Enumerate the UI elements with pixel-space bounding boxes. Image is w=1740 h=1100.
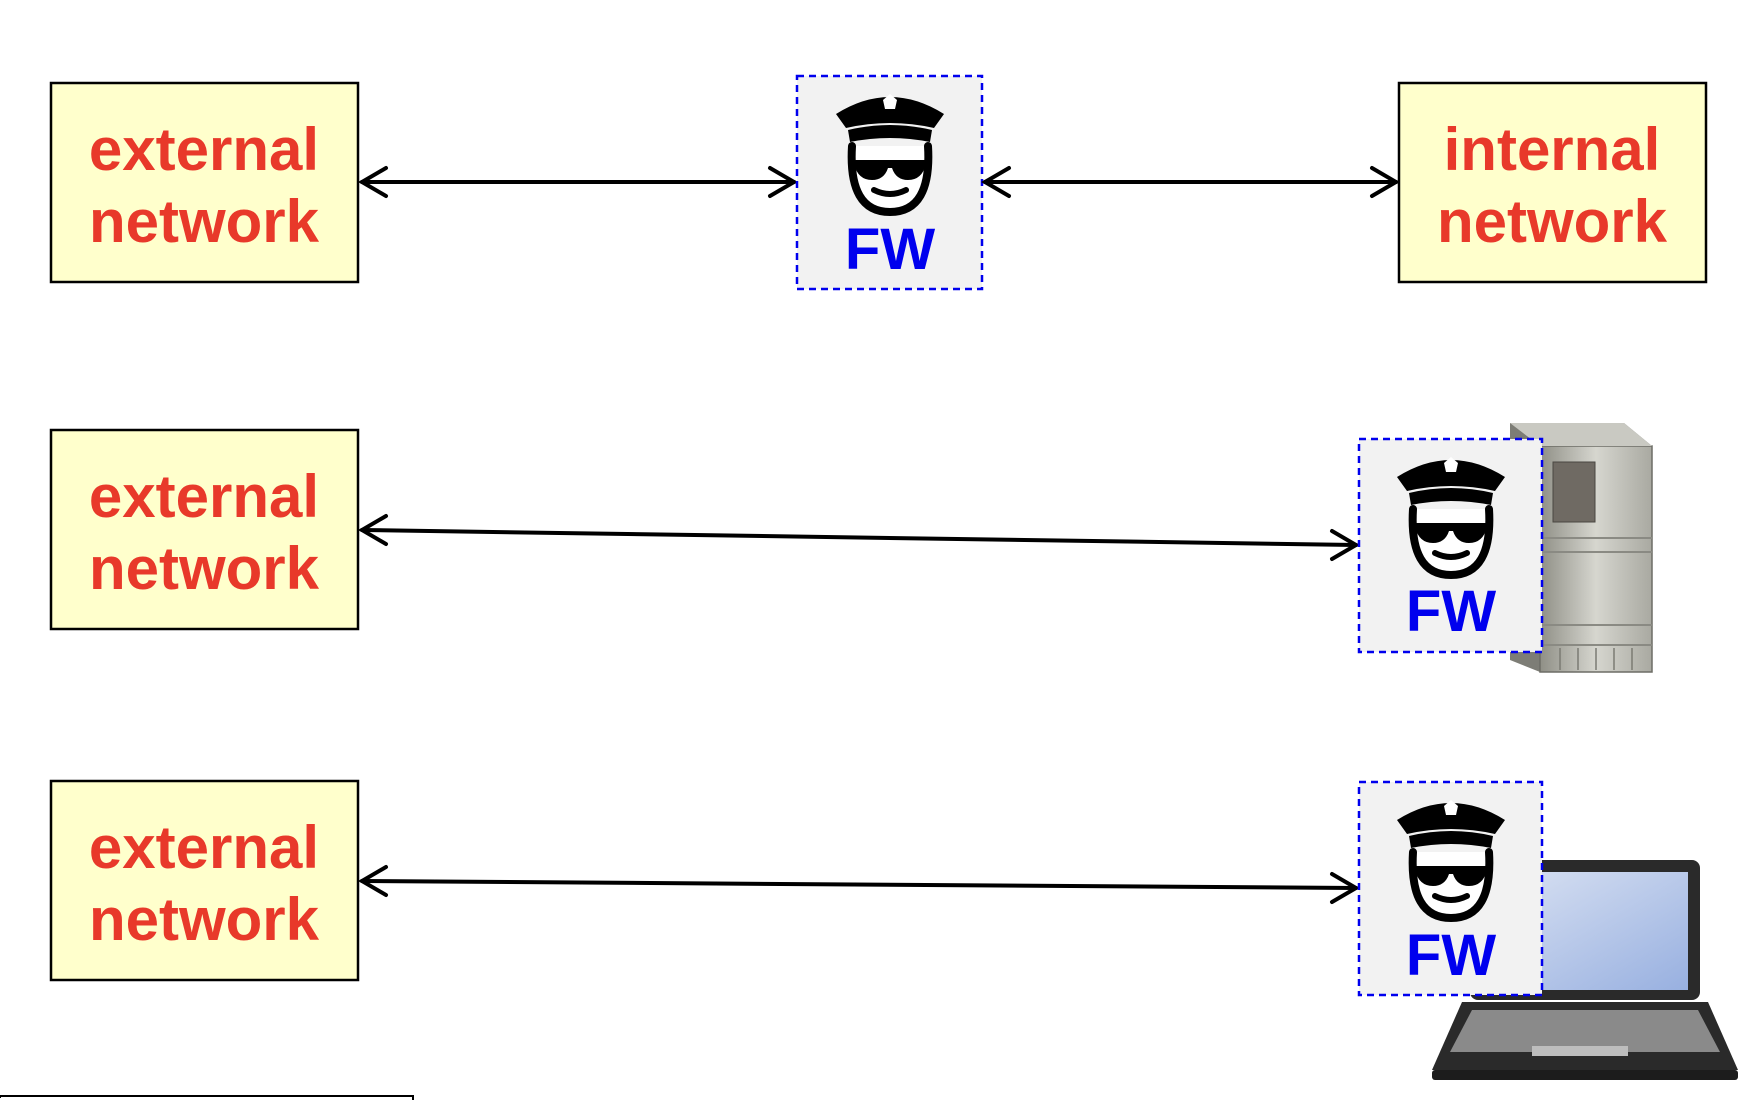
connection-arrow (358, 865, 1360, 904)
fw-label: FW (845, 217, 935, 282)
external-network-box: external network (49, 779, 360, 982)
connection-arrow (358, 514, 1360, 561)
external-network-box: external network (49, 81, 360, 284)
network-label-line1: external (89, 116, 319, 183)
network-label-line2: network (89, 535, 320, 602)
connection-arrow (981, 166, 1400, 198)
firewall-node: FW (795, 74, 984, 291)
network-label-line1: external (89, 814, 319, 881)
internal-network-box: internal network (1397, 81, 1708, 284)
partial-frame (0, 1095, 414, 1100)
row-1: external network FW internal network (49, 74, 1708, 291)
network-label-line2: network (89, 188, 320, 255)
external-network-box: external network (49, 428, 360, 631)
fw-label: FW (1406, 923, 1496, 988)
row-2: external network (49, 423, 1653, 673)
network-label-line2: network (89, 886, 320, 953)
network-label-line2: network (1437, 188, 1668, 255)
network-label-line1: internal (1444, 116, 1661, 183)
fw-label: FW (1406, 579, 1496, 644)
network-label-line1: external (89, 463, 319, 530)
connection-arrow (358, 166, 798, 198)
row-3: external network FW (49, 779, 1738, 1080)
firewall-node: FW (1357, 780, 1544, 997)
firewall-node: FW (1357, 437, 1544, 654)
